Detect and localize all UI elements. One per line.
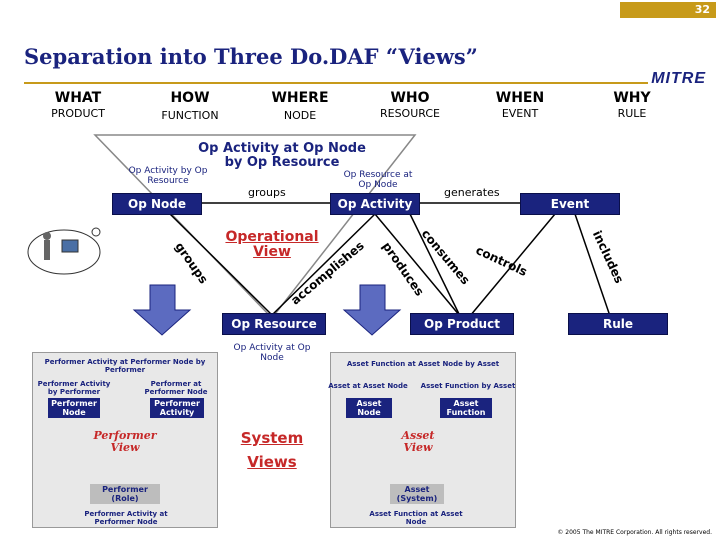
col-sub-rule: RULE [617, 107, 647, 120]
op-product-box[interactable]: Op Product [410, 313, 514, 335]
asset-view-label: Asset View [401, 429, 435, 454]
line-consumes [409, 213, 461, 317]
person-figure-1 [44, 240, 50, 260]
page-number: 32 [620, 2, 716, 18]
rule-box[interactable]: Rule [568, 313, 668, 335]
col-header-how: HOW [170, 90, 210, 106]
op-resource-at-node-label: Op Resource at Op Node [343, 170, 413, 190]
performer-at-node-label: Performer at Performer Node [144, 380, 208, 396]
line-resource-activity [271, 213, 376, 316]
event-box[interactable]: Event [520, 193, 620, 215]
performer-bottom-label: Performer Activity at Performer Node [84, 510, 168, 526]
op-activity-box[interactable]: Op Activity [330, 193, 420, 215]
col-header-where: WHERE [271, 90, 329, 106]
system-views-label: System Views [240, 429, 304, 471]
col-header-what: WHAT [54, 90, 102, 106]
op-activity-at-node-small: Op Activity at Op Node [233, 343, 311, 363]
line-resource-node [169, 213, 273, 316]
down-arrow-right [342, 284, 402, 336]
op-node-box[interactable]: Op Node [112, 193, 202, 215]
asset-at-node-label: Asset at Asset Node [328, 382, 408, 390]
col-sub-product: PRODUCT [51, 107, 105, 120]
line-controls [469, 213, 556, 317]
computer-icon-1 [61, 239, 79, 253]
title-underline [24, 82, 648, 84]
line-produces [374, 213, 461, 317]
cloud-dot [91, 227, 101, 237]
asset-node-box[interactable]: Asset Node [346, 398, 392, 418]
op-activity-at-node-label: Op Activity at Op Node by Op Resource [198, 141, 366, 170]
col-sub-function: FUNCTION [161, 109, 219, 122]
mitre-logo: MITRE [651, 70, 706, 87]
col-header-why: WHY [613, 90, 651, 106]
col-header-when: WHEN [495, 90, 545, 106]
asset-system-box[interactable]: Asset (System) [390, 484, 444, 504]
slide-title: Separation into Three Do.DAF “Views” [24, 44, 478, 69]
asset-bottom-label: Asset Function at Asset Node [369, 510, 463, 526]
performer-activity-by-performer-label: Performer Activity by Performer [37, 380, 111, 396]
copyright-notice: © 2005 The MITRE Corporation. All rights… [557, 529, 712, 536]
performer-node-box[interactable]: Performer Node [48, 398, 100, 418]
col-sub-node: NODE [283, 109, 317, 122]
op-activity-by-resource-label: Op Activity by Op Resource [128, 166, 208, 186]
col-sub-event: EVENT [501, 107, 539, 120]
col-header-who: WHO [390, 90, 430, 106]
operational-view-label: Operational View [225, 229, 319, 260]
asset-function-box[interactable]: Asset Function [440, 398, 492, 418]
line-includes [574, 213, 611, 317]
performer-panel-title: Performer Activity at Performer Node by … [44, 358, 206, 374]
generates-label: generates [444, 186, 500, 199]
performer-activity-box[interactable]: Performer Activity [150, 398, 204, 418]
col-sub-resource: RESOURCE [379, 107, 440, 120]
groups-top-label: groups [248, 186, 286, 199]
performer-view-label: Performer View [93, 429, 157, 454]
asset-panel-title: Asset Function at Asset Node by Asset [346, 360, 500, 368]
performer-role-box[interactable]: Performer (Role) [90, 484, 160, 504]
down-arrow-left [132, 284, 192, 336]
op-resource-box[interactable]: Op Resource [222, 313, 326, 335]
asset-function-by-asset-label: Asset Function by Asset [420, 382, 516, 390]
